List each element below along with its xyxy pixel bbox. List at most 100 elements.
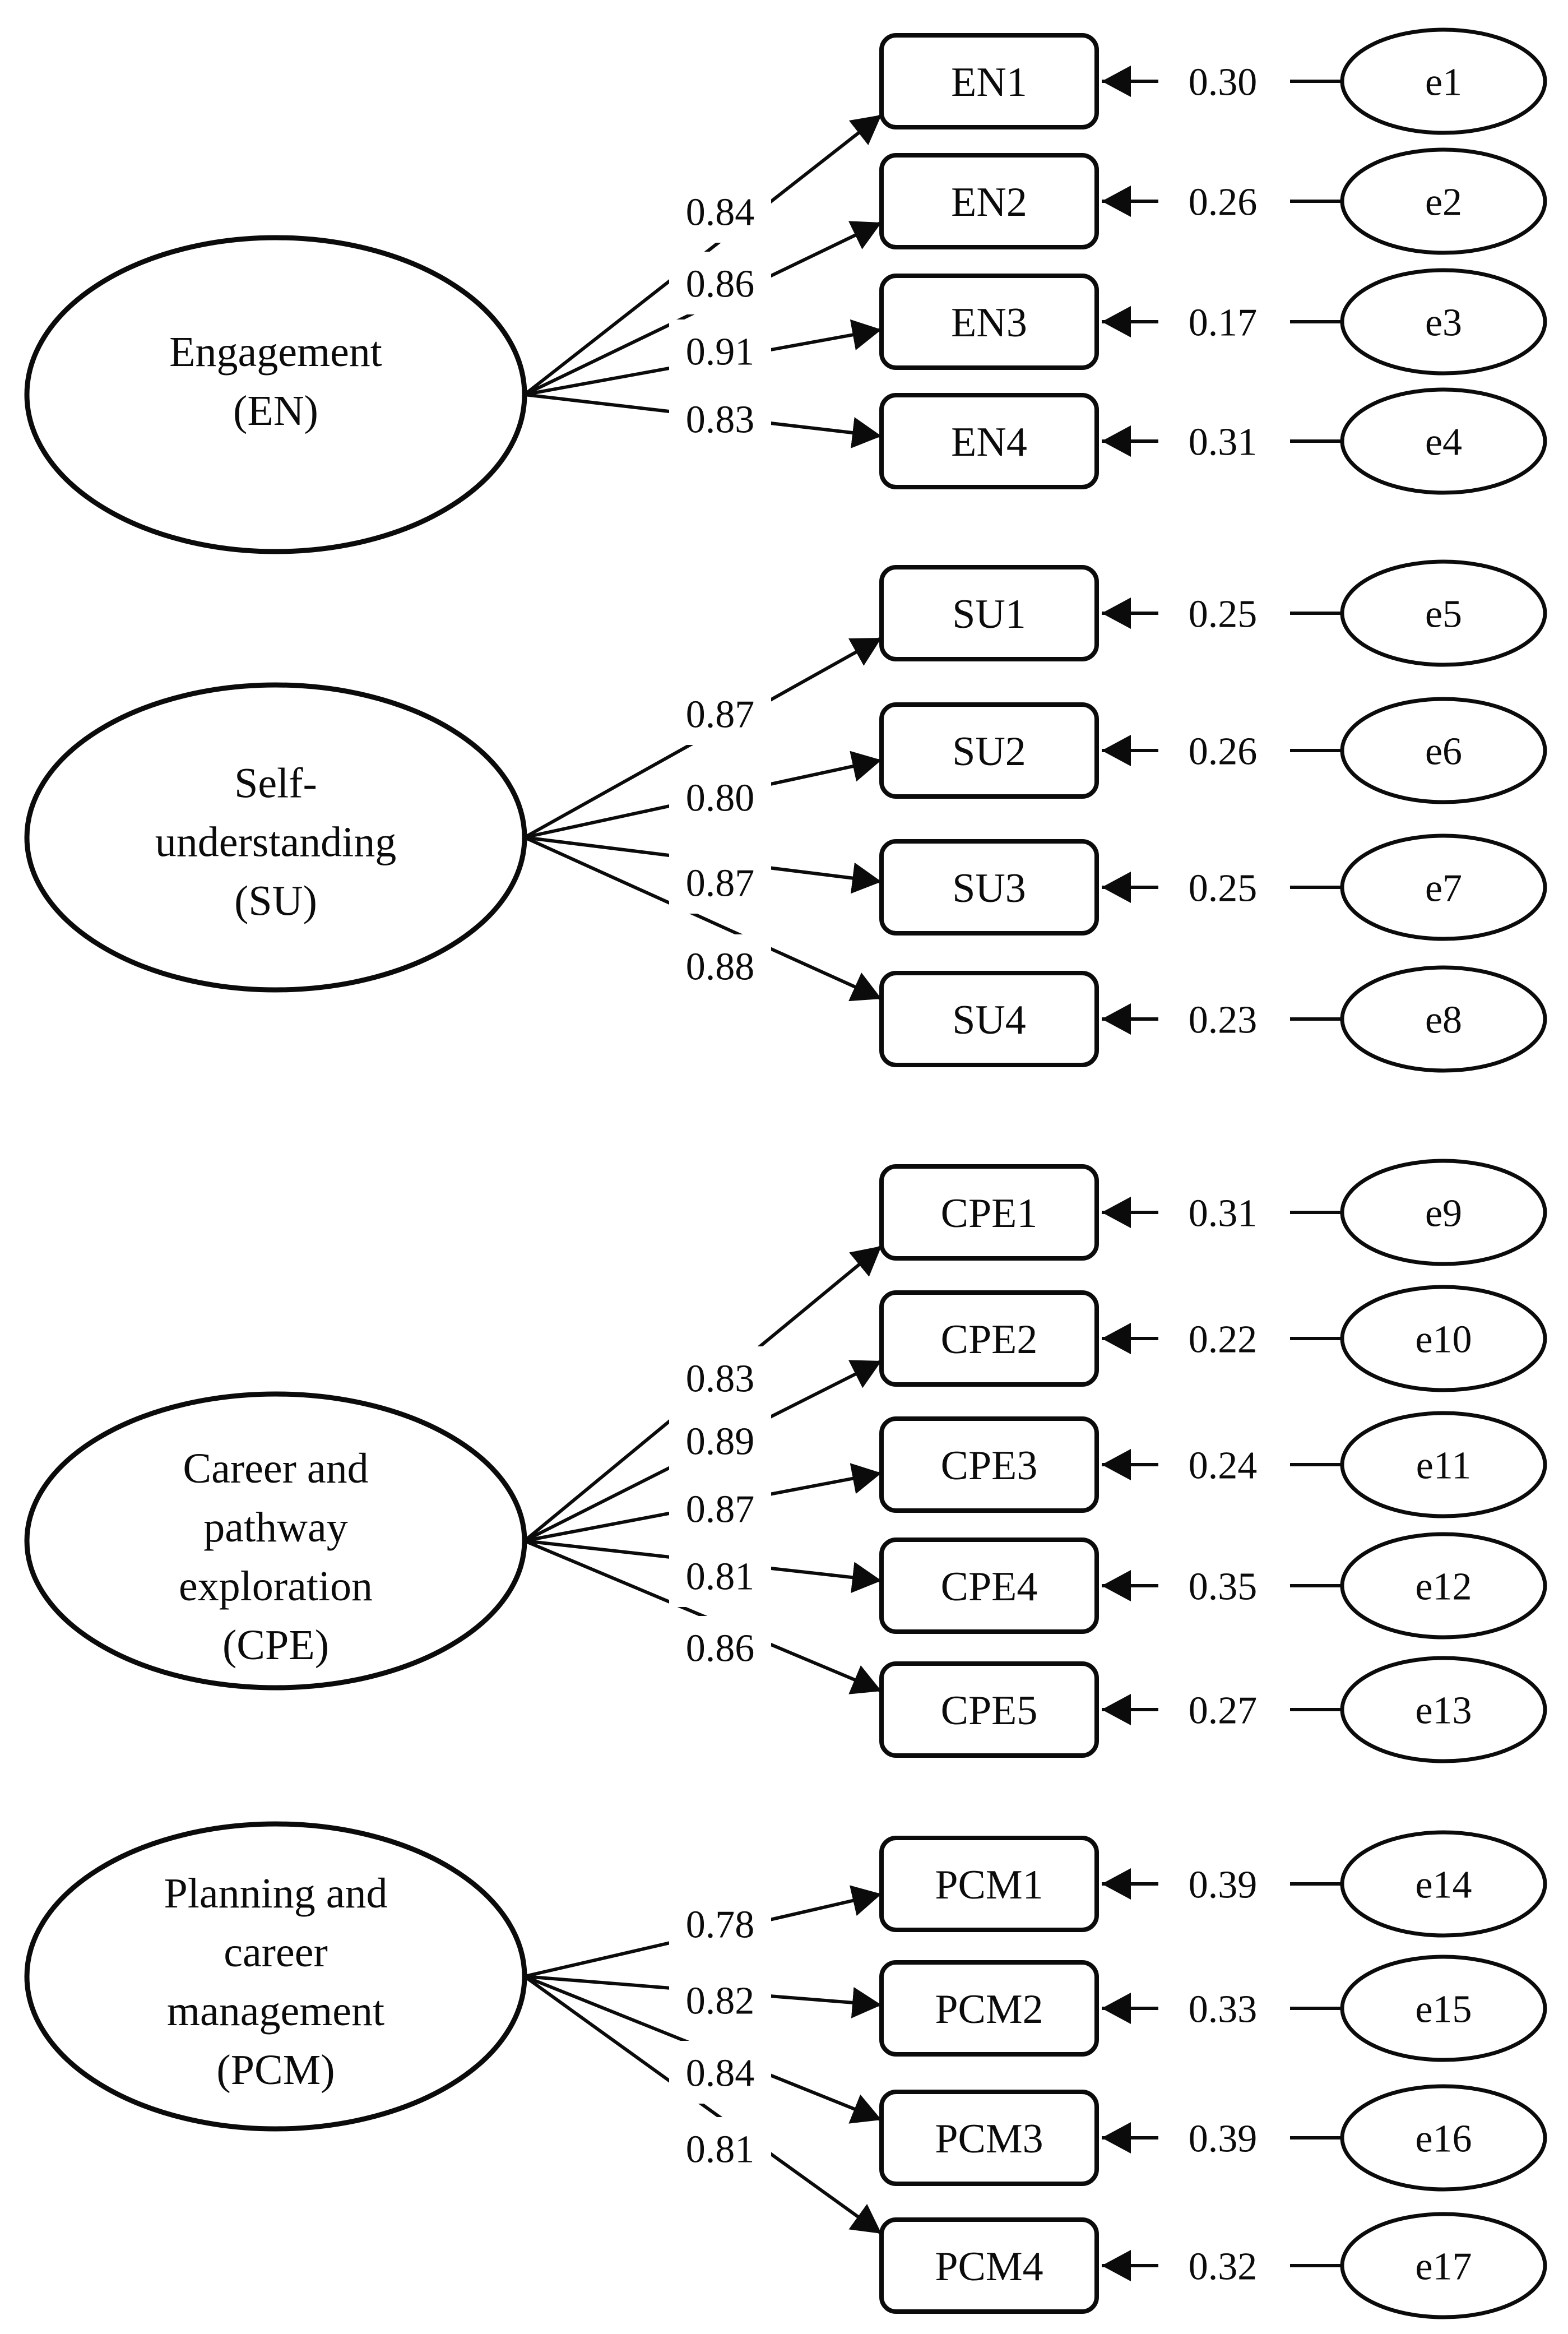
loading-value-CPE3: 0.87 [686,1488,755,1531]
loading-value-EN4: 0.83 [686,399,755,442]
latent-ellipse-SU [24,682,527,993]
loading-label-bg [669,1969,771,2031]
loading-value-PCM2: 0.82 [686,1980,755,2023]
latent-label-SU-line3: (SU) [234,878,317,925]
error-ellipse-e5 [1340,559,1547,667]
latent-label-PCM-line1: Planning and [164,1870,388,1917]
error-label-e15: e15 [1415,1988,1472,2031]
loading-label-bg [669,1616,771,1679]
indicator-label-CPE2: CPE2 [941,1317,1038,1363]
error-label-e17: e17 [1415,2245,1472,2289]
loading-label-bg [669,2117,771,2180]
loading-path-PCM4 [523,1975,883,2235]
error-variance-EN2: 0.26 [1189,181,1258,224]
node-layer [24,27,1547,2319]
error-ellipse-e4 [1340,387,1547,495]
error-ellipse-e13 [1340,1656,1547,1763]
indicator-label-PCM4: PCM4 [935,2244,1043,2290]
error-ellipse-e15 [1340,1955,1547,2062]
error-variance-CPE4: 0.35 [1189,1566,1258,1609]
indicator-box-CPE5 [879,1661,1099,1758]
error-ellipse-e11 [1340,1411,1547,1518]
loading-value-CPE4: 0.81 [686,1555,755,1599]
error-variance-CPE5: 0.27 [1189,1689,1258,1733]
error-label-e10: e10 [1415,1318,1472,1361]
latent-label-CPE-line3: exploration [179,1563,373,1610]
loading-path-SU4 [523,836,883,1002]
indicator-box-EN4 [879,393,1099,489]
loading-label-bg [669,851,771,914]
error-label-e13: e13 [1415,1689,1472,1733]
indicator-box-SU4 [879,971,1099,1067]
error-ellipse-e7 [1340,833,1547,941]
latent-label-SU-line2: understanding [155,819,397,866]
loading-value-EN2: 0.86 [686,263,755,306]
loading-value-SU2: 0.80 [686,777,755,820]
error-variance-EN1: 0.30 [1189,61,1258,104]
error-ellipse-e16 [1340,2084,1547,2192]
error-variance-EN3: 0.17 [1189,302,1258,345]
error-ellipse-e3 [1340,268,1547,376]
error-variance-SU4: 0.23 [1189,999,1258,1042]
loading-label-bg [669,2041,771,2104]
error-label-e11: e11 [1416,1444,1471,1488]
latent-ellipse-PCM [24,1821,527,2132]
error-variance-PCM1: 0.39 [1189,1864,1258,1907]
error-variance-CPE1: 0.31 [1189,1192,1258,1235]
error-ellipse-e6 [1340,697,1547,804]
latent-label-CPE-line4: (CPE) [222,1622,329,1669]
error-label-e2: e2 [1425,181,1462,224]
latent-label-SU-line1: Self- [234,760,317,807]
error-label-e14: e14 [1415,1864,1472,1907]
loading-label-bg [669,1346,771,1409]
latent-label-EN-line1: Engagement [169,328,382,376]
indicator-label-SU2: SU2 [952,729,1026,775]
indicator-label-SU1: SU1 [952,591,1026,637]
indicator-box-CPE4 [879,1538,1099,1634]
loading-label-bg [669,319,771,382]
error-variance-CPE2: 0.22 [1189,1318,1258,1361]
indicator-label-EN2: EN2 [951,179,1027,225]
error-ellipse-e17 [1340,2212,1547,2319]
loading-label-bg [669,1409,771,1472]
loading-value-SU4: 0.88 [686,946,755,989]
error-label-e7: e7 [1425,867,1462,910]
latent-label-EN-line2: (EN) [233,387,318,434]
error-ellipse-e14 [1340,1830,1547,1938]
indicator-box-PCM2 [879,1960,1099,2057]
latent-label-CPE-line2: pathway [203,1504,347,1551]
latent-ellipse-EN [24,235,527,554]
loading-label-bg [669,387,771,450]
error-label-e12: e12 [1415,1566,1472,1609]
error-label-e5: e5 [1425,593,1462,636]
loading-value-SU3: 0.87 [686,862,755,905]
loading-value-CPE2: 0.89 [686,1420,755,1464]
error-ellipse-e2 [1340,147,1547,255]
indicator-box-PCM4 [879,2217,1099,2314]
error-variance-PCM2: 0.33 [1189,1988,1258,2031]
latent-label-PCM-line3: management [167,1988,384,2035]
loading-value-CPE5: 0.86 [686,1627,755,1670]
indicator-label-PCM2: PCM2 [935,1986,1043,2032]
indicator-label-SU4: SU4 [952,997,1026,1043]
error-label-e3: e3 [1425,302,1462,345]
indicator-box-CPE2 [879,1290,1099,1387]
loading-value-PCM3: 0.84 [686,2052,755,2095]
indicator-box-EN3 [879,274,1099,370]
error-ellipse-e12 [1340,1532,1547,1640]
error-label-e16: e16 [1415,2118,1472,2161]
indicator-box-PCM3 [879,2090,1099,2186]
error-variance-EN4: 0.31 [1189,421,1258,464]
indicator-label-CPE3: CPE3 [941,1443,1038,1489]
error-variance-SU1: 0.25 [1189,593,1258,636]
error-label-e9: e9 [1425,1192,1462,1235]
error-ellipse-e9 [1340,1159,1547,1266]
error-variance-CPE3: 0.24 [1189,1444,1258,1488]
loading-value-EN3: 0.91 [686,331,755,374]
indicator-label-EN1: EN1 [951,59,1027,105]
loading-label-bg [669,766,771,828]
indicator-box-SU3 [879,839,1099,936]
error-ellipse-e8 [1340,965,1547,1073]
